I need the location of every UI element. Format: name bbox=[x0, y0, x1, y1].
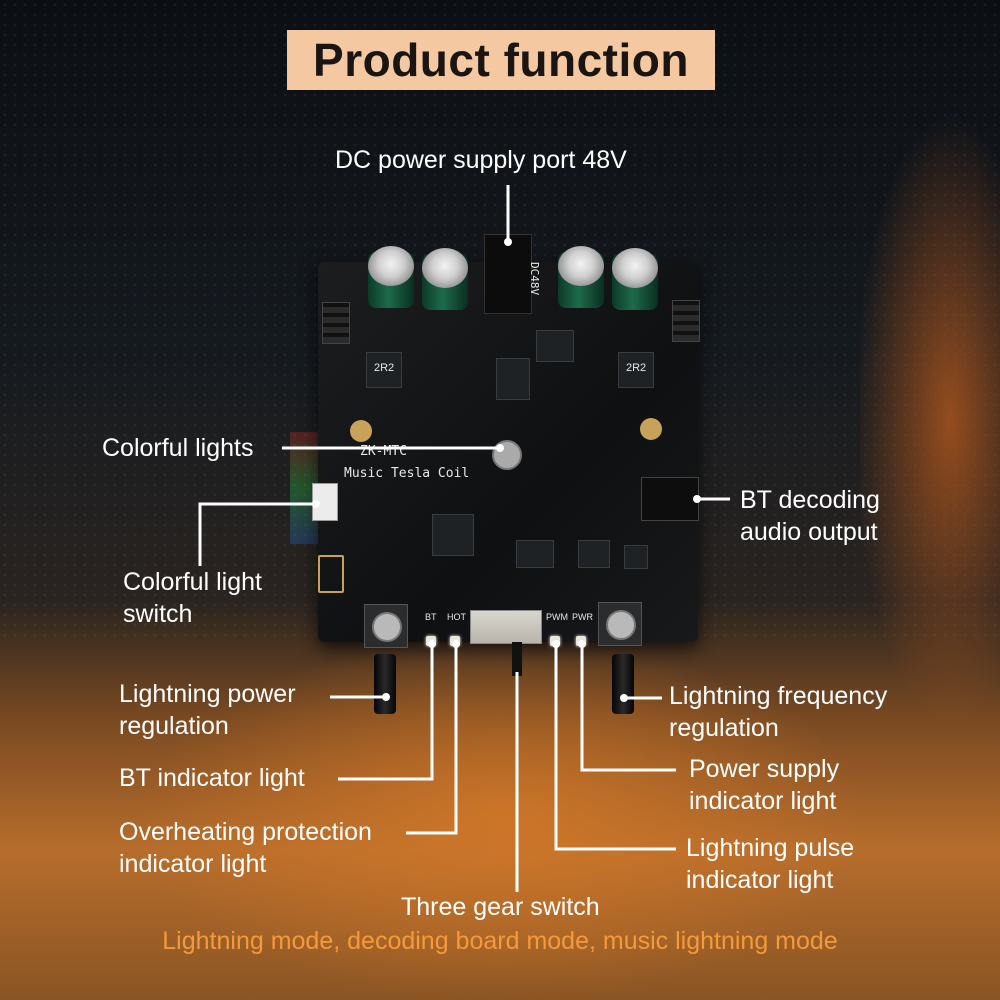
mounting-hole bbox=[350, 420, 372, 442]
three-gear-switch-lever[interactable] bbox=[512, 642, 522, 676]
lightning-power-knob[interactable] bbox=[374, 654, 396, 714]
ic-chip bbox=[516, 540, 554, 568]
label-overheat: Overheating protection indicator light bbox=[119, 818, 372, 878]
mounting-hole bbox=[640, 418, 662, 440]
colorful-light-led bbox=[492, 440, 522, 470]
callout-dot-lightning-power bbox=[382, 693, 390, 701]
callout-dot-bt-decoding bbox=[693, 495, 701, 503]
background-glow bbox=[860, 40, 1000, 800]
label-colorful-lights: Colorful lights bbox=[102, 434, 254, 462]
inductor-label: 2R2 bbox=[374, 362, 395, 374]
callout-colorful-switch bbox=[198, 502, 316, 566]
title-banner: Product function bbox=[287, 30, 715, 90]
pin-header bbox=[672, 300, 700, 342]
callout-dot-lightning-freq bbox=[620, 694, 628, 702]
ic-chip bbox=[432, 514, 474, 556]
label-bt-indicator: BT indicator light bbox=[119, 764, 305, 792]
label-lightning-power: Lightning power regulation bbox=[119, 680, 296, 740]
callout-overheat bbox=[406, 644, 458, 835]
callout-pulse-indicator bbox=[554, 644, 676, 851]
power-potentiometer-ring bbox=[372, 612, 402, 642]
bt-antenna bbox=[318, 555, 344, 593]
label-power-indicator: Power supply indicator light bbox=[689, 755, 840, 815]
label-lightning-freq: Lightning frequency regulation bbox=[669, 682, 888, 742]
capacitor bbox=[368, 246, 414, 308]
three-gear-switch[interactable] bbox=[470, 610, 542, 644]
callout-dot-dc-power bbox=[504, 238, 512, 246]
page-title: Product function bbox=[313, 34, 689, 86]
mosfet bbox=[496, 358, 530, 400]
label-colorful-switch: Colorful light switch bbox=[123, 568, 262, 628]
inductor bbox=[366, 352, 402, 388]
label-three-gear: Three gear switch bbox=[401, 893, 600, 921]
frequency-potentiometer-ring bbox=[606, 610, 636, 640]
board-name-silkscreen: Music Tesla Coil bbox=[344, 466, 470, 481]
callout-dot-power-indicator bbox=[578, 640, 586, 648]
callout-dot-overheat bbox=[452, 640, 460, 648]
mosfet bbox=[536, 330, 574, 362]
capacitor bbox=[422, 248, 468, 310]
callout-dot-colorful-lights bbox=[496, 444, 504, 452]
ic-chip bbox=[578, 540, 610, 568]
pwm-led-label: PWM bbox=[546, 612, 568, 622]
callout-bt-indicator bbox=[338, 644, 434, 781]
ic-chip bbox=[624, 545, 648, 569]
pin-header bbox=[322, 302, 350, 344]
label-pulse-indicator: Lightning pulse indicator light bbox=[686, 834, 855, 894]
callout-dot-bt-indicator bbox=[428, 640, 436, 648]
callout-power-indicator bbox=[580, 644, 676, 772]
dc-power-jack bbox=[484, 234, 532, 314]
callout-dot-colorful-switch bbox=[312, 500, 320, 508]
label-bt-decoding: BT decoding audio output bbox=[740, 486, 880, 546]
inductor-label: 2R2 bbox=[626, 362, 647, 374]
pwr-led-label: PWR bbox=[572, 612, 593, 622]
dc48v-silkscreen: DC48V bbox=[528, 262, 541, 296]
capacitor bbox=[558, 246, 604, 308]
inductor bbox=[618, 352, 654, 388]
callout-dot-pulse-indicator bbox=[552, 640, 560, 648]
bt-led-label: BT bbox=[425, 612, 437, 622]
footer-modes: Lightning mode, decoding board mode, mus… bbox=[162, 927, 838, 955]
capacitor bbox=[612, 248, 658, 310]
hot-led-label: HOT bbox=[447, 612, 466, 622]
label-dc-power: DC power supply port 48V bbox=[335, 146, 627, 174]
